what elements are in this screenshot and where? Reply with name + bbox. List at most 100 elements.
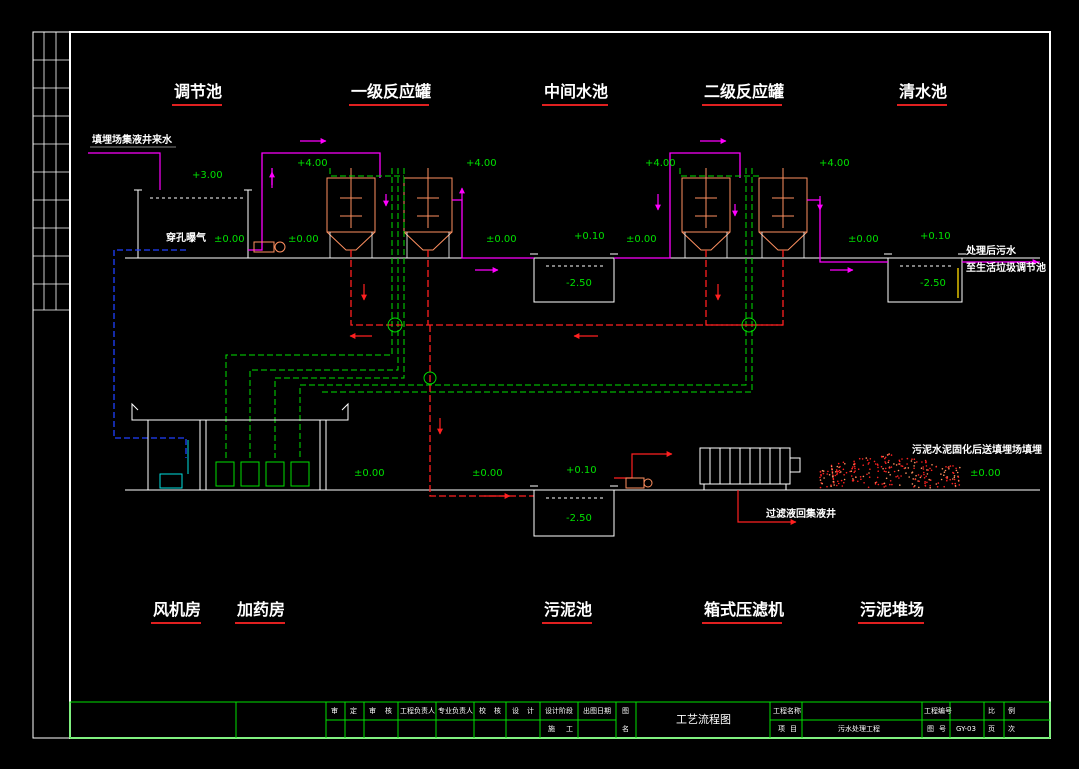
sludge-dot — [882, 467, 884, 470]
dosing-lines — [225, 168, 760, 458]
sludge-dot — [924, 459, 927, 462]
sludge-dot — [941, 468, 944, 470]
sludge-dot — [927, 469, 929, 471]
sludge-dot — [943, 474, 945, 477]
lift-pump — [253, 241, 286, 253]
tb-label: 图 — [622, 707, 629, 715]
level-mark: ±0.00 — [214, 234, 245, 245]
tb-header: 设 — [512, 707, 519, 715]
sludge-dot — [836, 472, 839, 474]
sludge-dot — [854, 467, 856, 470]
first-reactor-tanks — [326, 168, 453, 251]
sludge-dot — [869, 468, 871, 471]
level-mark: ±0.00 — [486, 234, 517, 245]
sludge-dot — [863, 482, 865, 484]
aeration-line — [113, 249, 187, 458]
sludge-dot — [877, 470, 879, 473]
sludge-dot — [910, 460, 913, 462]
label-outflow-1: 处理后污水 — [966, 246, 1016, 257]
sludge-dot — [948, 468, 950, 470]
tb-header: 校 — [479, 707, 486, 715]
sludge-dot — [916, 461, 918, 463]
tb-label: 名 — [622, 725, 629, 733]
sludge-dot — [837, 480, 839, 483]
sludge-dot — [936, 486, 939, 488]
sludge-dot — [852, 466, 854, 468]
sludge-dot — [822, 470, 825, 472]
sludge-dot — [893, 463, 895, 465]
sludge-dot — [830, 485, 832, 488]
level-mark: +3.00 — [192, 170, 223, 181]
title-filter-press: 箱式压滤机 — [704, 600, 785, 619]
sludge-dot — [945, 466, 947, 468]
tb-header: 工程负责人 — [400, 707, 435, 715]
sludge-dot — [912, 478, 914, 480]
sludge-dot — [851, 467, 853, 470]
sludge-dot — [929, 487, 931, 489]
sludge-dot — [826, 485, 828, 488]
label-aeration: 穿孔曝气 — [166, 233, 206, 244]
sludge-dot — [945, 476, 947, 479]
sludge-dot — [842, 461, 845, 464]
sludge-dot — [830, 465, 833, 468]
tb-label: 页 — [988, 725, 995, 733]
sludge-dot — [843, 481, 845, 484]
label-outflow-2: 至生活垃圾调节池 — [966, 263, 1046, 274]
sludge-dot — [887, 471, 890, 474]
sludge-tank — [530, 485, 618, 537]
sludge-dot — [884, 461, 886, 463]
sludge-dot — [915, 474, 917, 477]
title-underline — [702, 622, 782, 624]
sludge-dot — [921, 461, 923, 463]
sludge-dot — [833, 484, 835, 486]
sludge-dot — [923, 473, 925, 476]
sludge-dot — [857, 468, 860, 471]
sludge-dot — [884, 467, 887, 470]
sludge-dot — [877, 464, 879, 466]
sludge-dot — [820, 475, 822, 477]
sludge-dot — [947, 466, 949, 469]
sludge-dot — [862, 464, 864, 467]
dosing-tanks — [215, 461, 310, 487]
sludge-dot — [911, 483, 914, 485]
sludge-dot — [914, 485, 916, 487]
sludge-dot — [828, 474, 831, 476]
title-underline — [542, 104, 608, 106]
sludge-dot — [889, 480, 892, 482]
title-sludge-tank: 污泥池 — [544, 600, 593, 619]
sludge-dot — [928, 478, 930, 481]
tb-label: 图 — [927, 725, 934, 733]
sludge-dot — [946, 477, 948, 480]
level-mark: +4.00 — [645, 158, 676, 169]
sludge-dot — [944, 469, 947, 472]
sludge-dot — [836, 484, 838, 487]
sludge-dot — [935, 483, 938, 485]
sludge-dot — [954, 484, 957, 487]
sludge-dot — [884, 456, 887, 459]
sludge-dot — [890, 454, 893, 456]
regulating-tank — [134, 189, 252, 259]
sludge-dot — [823, 477, 825, 479]
sludge-dot — [883, 470, 886, 473]
sludge-dot — [919, 476, 922, 479]
sludge-dot — [866, 459, 869, 462]
tb-label: 比 — [988, 707, 995, 715]
sludge-dot — [832, 475, 834, 478]
title-underline — [702, 104, 782, 106]
level-mark: ±0.00 — [970, 468, 1001, 479]
level-mark: +0.10 — [566, 465, 597, 476]
inflow-pipe — [88, 152, 161, 190]
sludge-dot — [838, 469, 841, 472]
sludge-dot — [901, 458, 903, 460]
sludge-dot — [857, 480, 859, 483]
sludge-arrows — [349, 284, 797, 525]
sludge-dot — [931, 464, 933, 466]
sludge-dot — [940, 478, 943, 481]
sludge-dot — [896, 475, 899, 477]
sludge-dot — [946, 479, 948, 482]
title-clear-water-tank: 清水池 — [899, 82, 948, 101]
tb-header: 核 — [385, 707, 392, 715]
sludge-dot — [883, 482, 886, 485]
sludge-dot — [953, 478, 956, 481]
sludge-dot — [914, 461, 916, 464]
